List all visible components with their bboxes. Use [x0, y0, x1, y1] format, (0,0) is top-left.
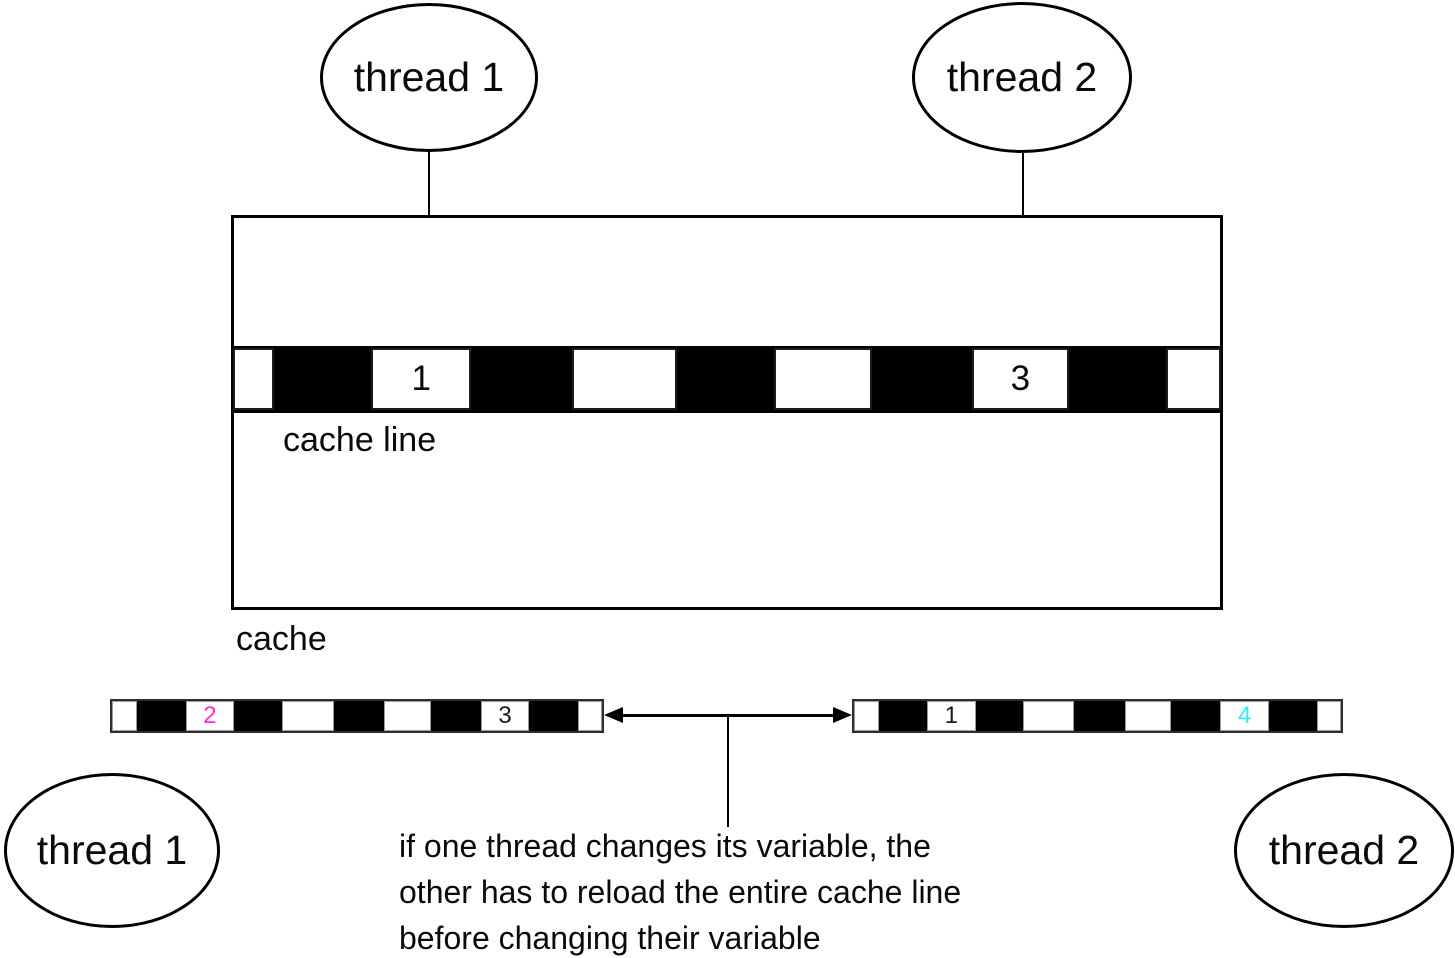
copy-cell [1268, 701, 1318, 731]
copy-cell [878, 701, 928, 731]
copy-cell [136, 701, 186, 731]
thread2-node-bottom: thread 2 [1234, 773, 1454, 928]
cache-cell [273, 348, 372, 410]
copy-cell [1074, 701, 1125, 731]
copy-cell [854, 701, 879, 731]
thread2-cache-line-copy: 1 4 [852, 699, 1343, 733]
caption-line-2: other has to reload the entire cache lin… [399, 874, 962, 910]
caption-line-3: before changing their variable [399, 920, 821, 956]
cache-cell-var3: 3 [972, 348, 1069, 410]
thread1-cache-line-copy: 2 3 [110, 699, 604, 733]
copy-cell [529, 701, 579, 731]
reload-arrowhead-right-icon [833, 707, 852, 723]
cache-cell [471, 348, 572, 410]
caption-line-1: if one thread changes its variable, the [399, 828, 931, 864]
thread1-node-bottom: thread 1 [4, 773, 220, 928]
copy-cell [1124, 701, 1172, 731]
copy-cell [578, 701, 603, 731]
copy-cell-var2: 2 [185, 701, 235, 731]
copy-cell [333, 701, 385, 731]
copy-cell [1022, 701, 1075, 731]
thread2-label-bottom: thread 2 [1268, 827, 1420, 873]
copy-cell [234, 701, 282, 731]
thread1-label-bottom: thread 1 [36, 827, 188, 873]
copy-cell [1317, 701, 1341, 731]
caption-text: if one thread changes its variable, the … [399, 823, 961, 958]
copy-cell-var3: 3 [480, 701, 530, 731]
cache-line-strip: 1 3 [233, 346, 1221, 413]
cache-cell [1166, 348, 1221, 410]
cache-cell [872, 348, 972, 410]
thread1-label-top: thread 1 [353, 54, 505, 100]
copy-cell [384, 701, 432, 731]
cache-cell [677, 348, 774, 410]
copy-cell [281, 701, 334, 731]
reload-arrowhead-left-icon [604, 707, 623, 723]
var1-value: 1 [411, 359, 431, 398]
copy-cell-var1: 1 [927, 701, 976, 731]
thread2-node-top: thread 2 [912, 2, 1132, 153]
copy-cell [1171, 701, 1221, 731]
cache-cell-var1: 1 [371, 348, 472, 410]
cache-cell [773, 348, 873, 410]
var1-copy-value: 1 [944, 702, 958, 729]
thread2-label-top: thread 2 [946, 54, 1098, 100]
cache-cell [571, 348, 678, 410]
var4-value: 4 [1238, 702, 1252, 729]
var3-copy-value: 3 [498, 702, 512, 729]
reload-arrow-line [620, 714, 836, 717]
cache-line-label: cache line [283, 421, 437, 459]
reload-arrow-stem [727, 716, 729, 827]
copy-cell [975, 701, 1023, 731]
var2-value: 2 [203, 702, 217, 729]
cache-cell [1068, 348, 1167, 410]
cache-label: cache [236, 620, 327, 658]
thread1-node-top: thread 1 [320, 3, 538, 152]
cache-cell [233, 348, 274, 410]
var3-value: 3 [1010, 359, 1031, 398]
copy-cell [431, 701, 481, 731]
copy-cell-var4: 4 [1220, 701, 1269, 731]
copy-cell [112, 701, 137, 731]
